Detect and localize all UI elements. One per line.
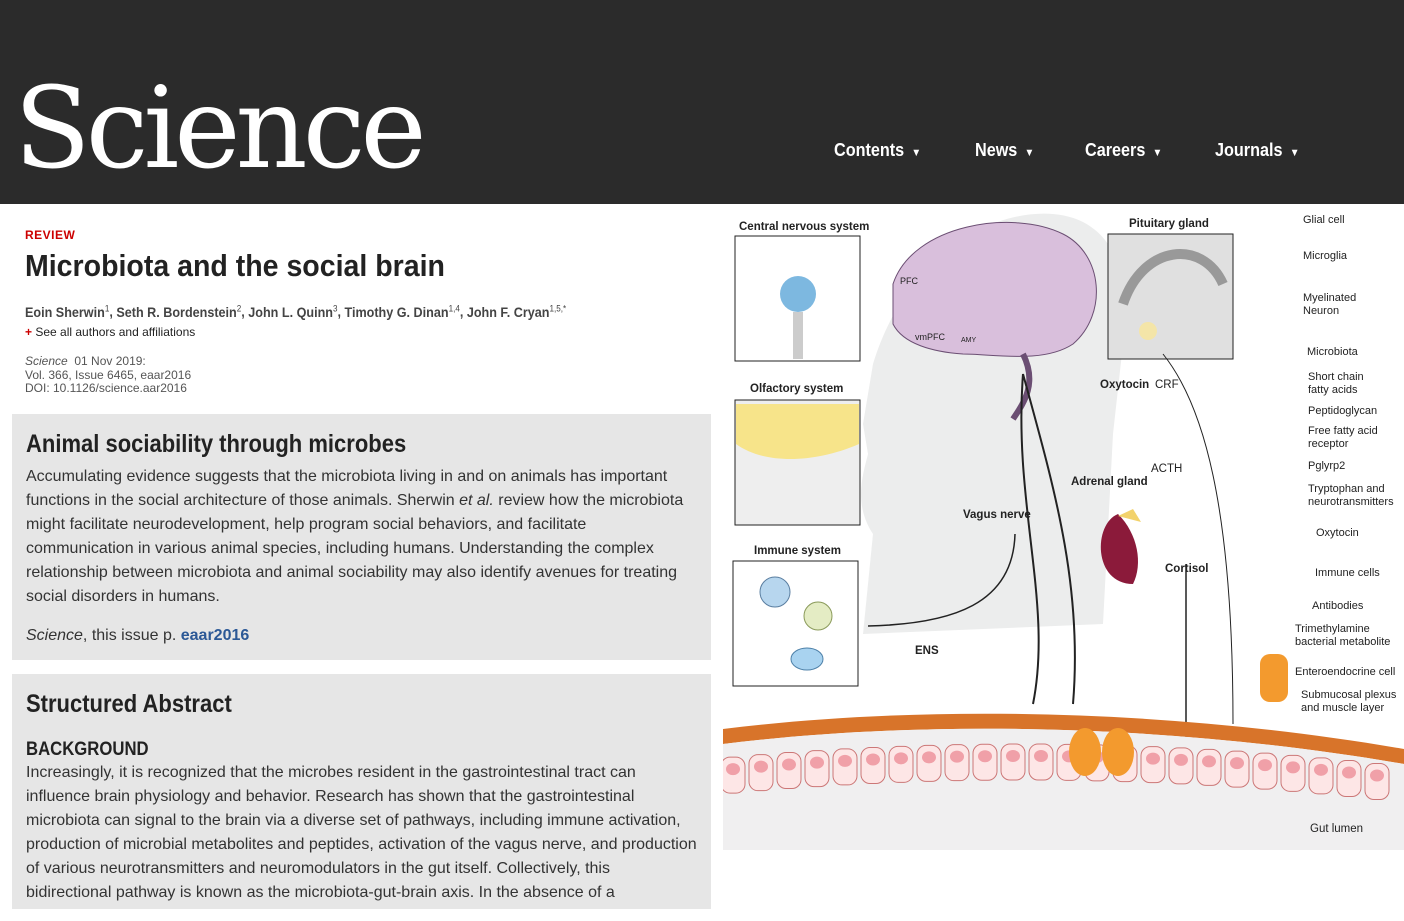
author[interactable]: John L. Quinn3	[248, 303, 338, 320]
label-vmpfc: vmPFC	[915, 332, 945, 342]
caret-down-icon: ▼	[1152, 147, 1163, 159]
legend-item: Enteroendocrine cell	[1295, 666, 1396, 678]
author[interactable]: Timothy G. Dinan1,4	[344, 303, 460, 320]
figure-legend: Glial cell Microglia Myelinated Neuron M…	[1293, 204, 1404, 714]
abstract-text: Increasingly, it is recognized that the …	[26, 764, 697, 901]
label-vagus: Vagus nerve	[963, 509, 1031, 521]
label-gut-lumen: Gut lumen	[1310, 823, 1364, 835]
see-all-authors-link[interactable]: + See all authors and affiliations	[25, 325, 196, 339]
site-header: Science Contents ▼ News ▼ Careers ▼ Journal…	[0, 0, 1404, 204]
nav-contents[interactable]: Contents ▼	[834, 140, 921, 161]
abstract-heading: Structured Abstract	[26, 690, 232, 718]
label-ens: ENS	[915, 645, 939, 657]
author[interactable]: Seth R. Bordenstein2	[116, 303, 242, 320]
summary-text: Accumulating evidence suggests that the …	[26, 468, 684, 605]
label-oxytocin: Oxytocin	[1100, 379, 1150, 391]
legend-item: Pglyrp2	[1308, 460, 1346, 472]
legend-item: Oxytocin	[1316, 527, 1359, 539]
label-adrenal: Adrenal gland	[1071, 476, 1148, 488]
science-logo[interactable]: Science	[14, 64, 427, 194]
summary-citation: Science, this issue p. eaar2016	[26, 627, 250, 644]
label-pituitary: Pituitary gland	[1129, 218, 1209, 230]
label-crf: CRF	[1155, 379, 1179, 391]
plus-icon: +	[25, 325, 33, 339]
label-immune: Immune system	[754, 545, 841, 557]
citation-info: Science 01 Nov 2019: Vol. 366, Issue 646…	[25, 354, 192, 395]
label-acth: ACTH	[1151, 463, 1183, 475]
enteroendocrine-legend-icon	[1260, 654, 1288, 702]
label-pfc: PFC	[900, 276, 918, 286]
figure-illustration	[723, 213, 1404, 850]
legend-item: Free fatty acid receptor	[1308, 425, 1378, 450]
legend-item: Submucosal plexus and muscle layer	[1301, 689, 1397, 714]
caret-down-icon: ▼	[911, 147, 922, 159]
legend-item: Immune cells	[1315, 567, 1380, 579]
nav-label: Journals	[1214, 140, 1283, 160]
summary-heading: Animal sociability through microbes	[26, 430, 407, 458]
abstract-figure[interactable]: Central nervous system Pituitary gland O…	[723, 204, 1404, 850]
legend-item: Peptidoglycan	[1308, 405, 1378, 417]
legend-item: Myelinated Neuron	[1303, 292, 1357, 317]
doi[interactable]: DOI: 10.1126/science.aar2016	[25, 381, 187, 395]
legend-item: Microglia	[1303, 250, 1348, 262]
caret-down-icon: ▼	[1024, 147, 1035, 159]
caret-down-icon: ▼	[1289, 147, 1300, 159]
label-cns: Central nervous system	[739, 221, 870, 233]
nav-label: News	[974, 140, 1018, 160]
legend-item: Antibodies	[1312, 600, 1364, 612]
brain-icon	[892, 222, 1097, 357]
article-type: REVIEW	[25, 228, 76, 242]
legend-item: Tryptophan and neurotransmitters	[1308, 483, 1394, 508]
author[interactable]: John F. Cryan1,5,*	[466, 303, 567, 320]
label-olfactory: Olfactory system	[750, 383, 844, 395]
legend-item: Glial cell	[1303, 214, 1345, 226]
nav-careers[interactable]: Careers ▼	[1085, 140, 1162, 161]
kidney-icon	[1100, 514, 1138, 584]
author[interactable]: Eoin Sherwin1	[25, 303, 110, 320]
label-amy: AMY	[961, 337, 977, 344]
muscle-layer	[723, 713, 1404, 764]
nav-journals[interactable]: Journals ▼	[1215, 140, 1300, 161]
nav-news[interactable]: News ▼	[975, 140, 1034, 161]
nav-label: Careers	[1084, 140, 1146, 160]
legend-item: Trimethylamine bacterial metabolite	[1295, 623, 1391, 648]
editor-summary: Animal sociability through microbes Accu…	[12, 414, 711, 660]
epithelial-cell	[723, 756, 746, 794]
article-title: Microbiota and the social brain	[25, 248, 445, 283]
author-list: Eoin Sherwin1, Seth R. Bordenstein2, Joh…	[25, 303, 567, 320]
citation-link[interactable]: eaar2016	[180, 627, 250, 644]
main-nav: Contents ▼ News ▼ Careers ▼ Journals ▼	[834, 140, 1309, 161]
nav-label: Contents	[834, 140, 905, 160]
section-heading: BACKGROUND	[26, 739, 149, 760]
legend-item: Short chain fatty acids	[1308, 371, 1364, 396]
structured-abstract: Structured Abstract BACKGROUND Increasin…	[12, 674, 711, 909]
legend-item: Microbiota	[1307, 346, 1358, 358]
label-cortisol: Cortisol	[1165, 563, 1209, 575]
